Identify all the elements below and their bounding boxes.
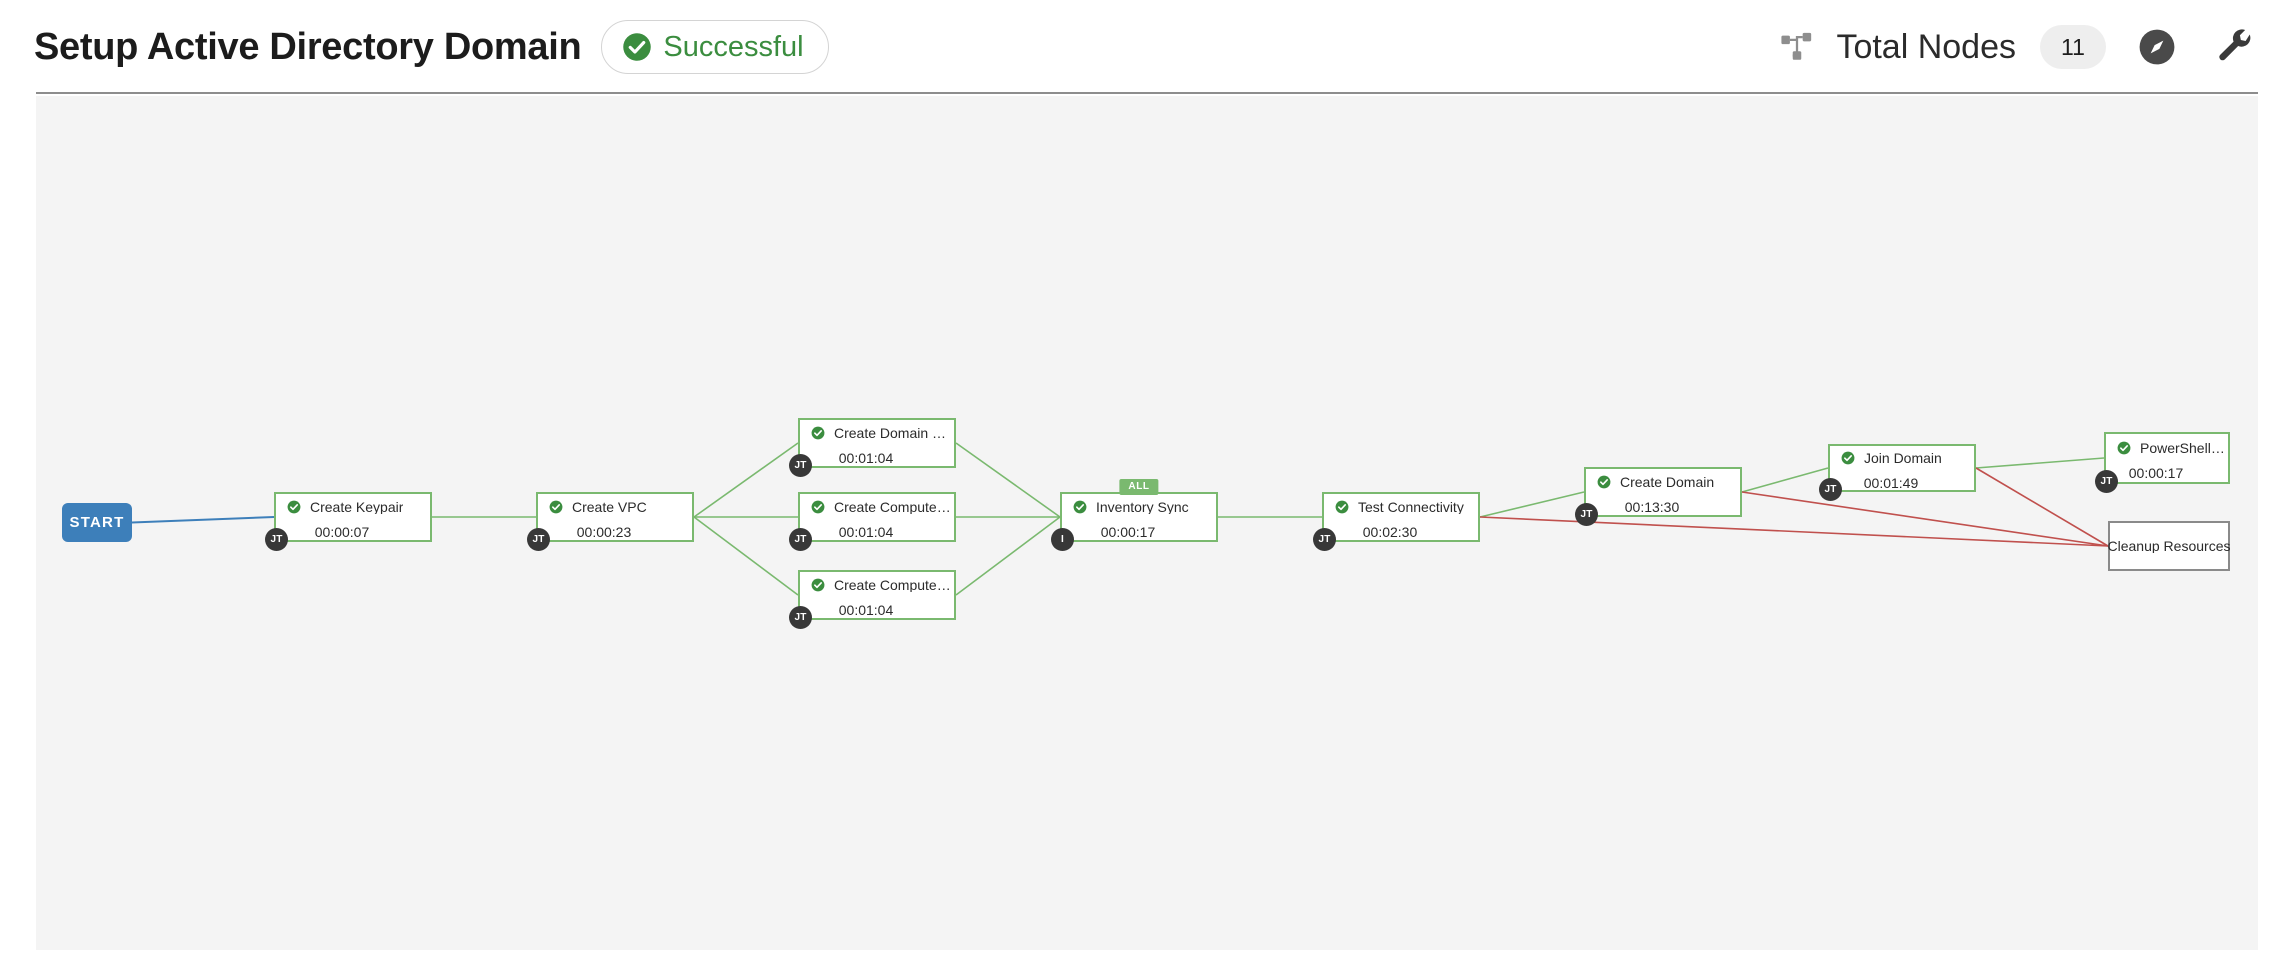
workflow-node-vpc[interactable]: Create VPC 00:00:23 JT bbox=[527, 492, 694, 551]
node-status-check-icon bbox=[549, 500, 563, 513]
node-title-row: Join Domain bbox=[1830, 447, 1974, 469]
workflow-edge-dc-to-inventory bbox=[955, 442, 1061, 518]
node-label: Test Connectivity bbox=[1358, 499, 1464, 514]
node-elapsed-time: 00:01:49 bbox=[1863, 474, 1919, 491]
node-elapsed-time: 00:13:30 bbox=[1624, 498, 1680, 515]
check-circle-icon bbox=[623, 33, 652, 61]
node-credential-badge[interactable]: JT bbox=[265, 528, 288, 551]
status-badge: Successful bbox=[601, 20, 829, 74]
total-nodes-label: Total Nodes bbox=[1836, 28, 2016, 66]
start-node[interactable]: START bbox=[62, 503, 132, 542]
node-credential-badge[interactable]: JT bbox=[789, 528, 812, 551]
workflow-edge-createdom-to-cleanup bbox=[1741, 491, 2109, 547]
node-elapsed-time: 00:00:17 bbox=[2128, 464, 2184, 481]
node-credential-badge[interactable]: JT bbox=[2095, 470, 2118, 493]
node-status-check-icon bbox=[811, 500, 825, 513]
node-label: Create Computer (1) bbox=[834, 499, 954, 514]
workflow-node-dc[interactable]: Create Domain Contr... 00:01:04 JT bbox=[789, 418, 956, 477]
node-label: Create Computer (2) bbox=[834, 577, 954, 592]
workflow-edge-vpc-to-computer2 bbox=[693, 516, 799, 596]
compass-icon[interactable] bbox=[2138, 28, 2176, 66]
node-title-row: Create Computer (1) bbox=[800, 496, 954, 518]
node-label: Cleanup Resources bbox=[2107, 539, 2231, 553]
node-elapsed-time: 00:00:17 bbox=[1100, 523, 1156, 540]
workflow-edge-start-to-keypair bbox=[131, 516, 275, 524]
node-elapsed-time: 00:02:30 bbox=[1362, 523, 1418, 540]
node-label: Inventory Sync bbox=[1096, 499, 1189, 514]
node-elapsed-time: 00:01:04 bbox=[838, 523, 894, 540]
node-credential-badge[interactable]: JT bbox=[789, 454, 812, 477]
node-credential-badge[interactable]: JT bbox=[1313, 528, 1336, 551]
node-status-check-icon bbox=[811, 578, 825, 591]
workflow-edge-createdom-to-joindom bbox=[1741, 467, 1829, 493]
node-credential-badge[interactable]: I bbox=[1051, 528, 1074, 551]
page-title: Setup Active Directory Domain bbox=[34, 26, 582, 68]
node-title-row: Create Keypair bbox=[276, 496, 430, 518]
node-status-check-icon bbox=[811, 426, 825, 439]
header-divider bbox=[36, 92, 2258, 94]
node-status-check-icon bbox=[287, 500, 301, 513]
workflow-edge-vpc-to-dc bbox=[693, 442, 799, 518]
workflow-node-createdom[interactable]: Create Domain 00:13:30 JT bbox=[1575, 467, 1742, 526]
node-status-check-icon bbox=[2117, 441, 2131, 454]
workflow-edge-joindom-to-cleanup bbox=[1975, 467, 2109, 547]
node-status-check-icon bbox=[1841, 451, 1855, 464]
header-left-group: Setup Active Directory Domain Successful bbox=[0, 20, 829, 74]
node-label: PowerShell Validation bbox=[2140, 440, 2228, 455]
workflow-node-computer2[interactable]: Create Computer (2) 00:01:04 JT bbox=[789, 570, 956, 629]
node-elapsed-time: 00:00:23 bbox=[576, 523, 632, 540]
node-credential-badge[interactable]: JT bbox=[1575, 503, 1598, 526]
workflow-edge-computer2-to-inventory bbox=[955, 516, 1061, 596]
workflow-node-cleanup[interactable]: Cleanup Resources bbox=[2108, 521, 2230, 571]
node-elapsed-time: 00:00:07 bbox=[314, 523, 370, 540]
header-right-group: Total Nodes 11 bbox=[1780, 25, 2290, 69]
workflow-node-computer1[interactable]: Create Computer (1) 00:01:04 JT bbox=[789, 492, 956, 551]
node-status-check-icon bbox=[1073, 500, 1087, 513]
node-title-row: Create Domain bbox=[1586, 471, 1740, 493]
node-label: Create Domain Contr... bbox=[834, 425, 954, 440]
node-label: Create Domain bbox=[1620, 474, 1715, 489]
node-label: Join Domain bbox=[1864, 450, 1942, 465]
node-credential-badge[interactable]: JT bbox=[789, 606, 812, 629]
wrench-icon[interactable] bbox=[2216, 28, 2254, 66]
node-status-check-icon bbox=[1335, 500, 1349, 513]
node-elapsed-time: 00:01:04 bbox=[838, 449, 894, 466]
node-label: Create VPC bbox=[572, 499, 647, 514]
node-elapsed-time: 00:01:04 bbox=[838, 601, 894, 618]
sitemap-icon[interactable] bbox=[1780, 30, 1814, 64]
workflow-edge-joindom-to-psvalid bbox=[1975, 457, 2105, 469]
app-header: Setup Active Directory Domain Successful… bbox=[0, 0, 2290, 94]
workflow-node-joindom[interactable]: Join Domain 00:01:49 JT bbox=[1819, 444, 1976, 501]
node-title-row: PowerShell Validation bbox=[2106, 437, 2228, 459]
node-credential-badge[interactable]: JT bbox=[1819, 478, 1842, 501]
workflow-node-psvalid[interactable]: PowerShell Validation 00:00:17 JT bbox=[2095, 432, 2230, 493]
node-tag-all: ALL bbox=[1119, 479, 1159, 495]
total-nodes-count: 11 bbox=[2040, 25, 2106, 69]
node-status-check-icon bbox=[1597, 475, 1611, 488]
workflow-node-testconn[interactable]: Test Connectivity 00:02:30 JT bbox=[1313, 492, 1480, 551]
workflow-edge-testconn-to-createdom bbox=[1479, 491, 1585, 518]
node-title-row: Create Computer (2) bbox=[800, 574, 954, 596]
node-title-row: Create Domain Contr... bbox=[800, 422, 954, 444]
status-label: Successful bbox=[663, 30, 804, 63]
node-credential-badge[interactable]: JT bbox=[527, 528, 550, 551]
workflow-node-keypair[interactable]: Create Keypair 00:00:07 JT bbox=[265, 492, 432, 551]
node-title-row: Create VPC bbox=[538, 496, 692, 518]
workflow-node-inventory[interactable]: ALL Inventory Sync 00:00:17 I bbox=[1051, 479, 1218, 551]
node-label: Create Keypair bbox=[310, 499, 404, 514]
node-title-row: Test Connectivity bbox=[1324, 496, 1478, 518]
node-title-row: Inventory Sync bbox=[1062, 496, 1216, 518]
